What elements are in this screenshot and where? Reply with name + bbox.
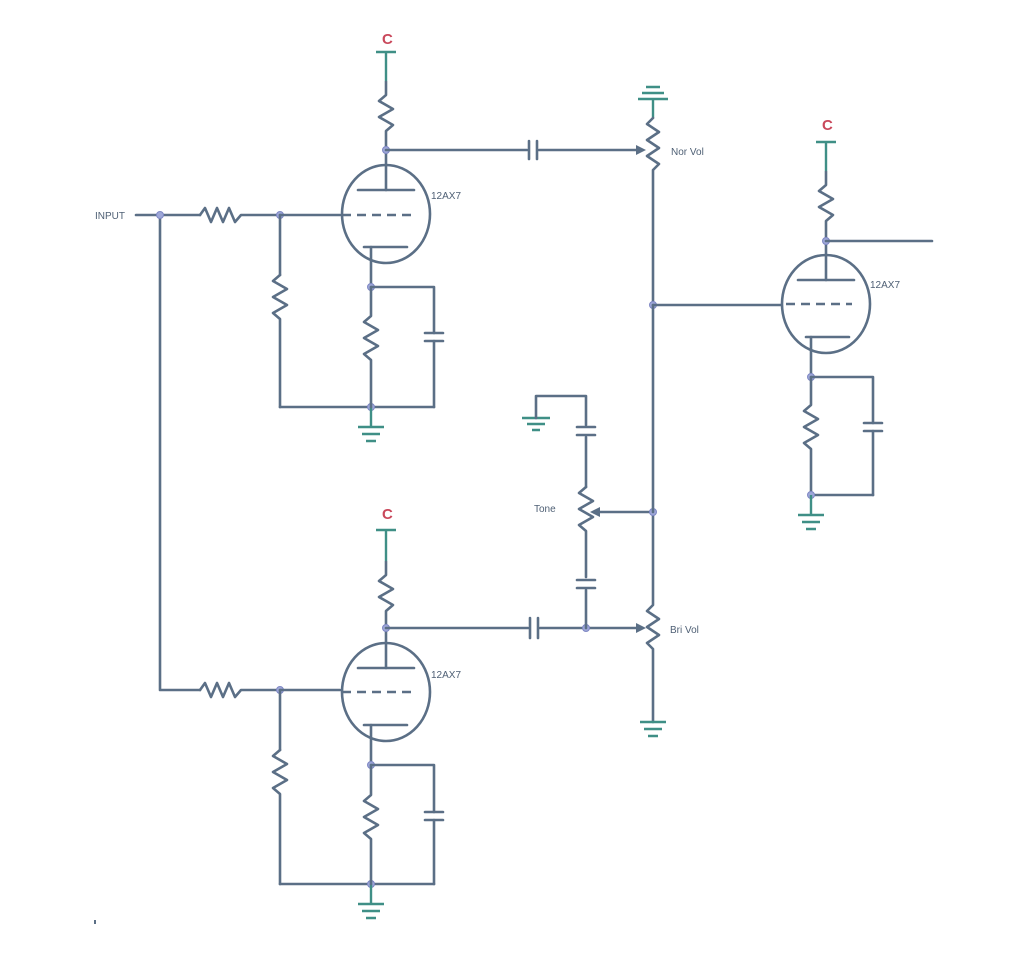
potentiometer-bright-volume — [640, 510, 666, 738]
grid-leak-resistor-bright — [271, 748, 289, 886]
plate-resistor-v1 — [377, 80, 395, 152]
coupling-capacitor-normal — [527, 139, 539, 161]
cathode-resistor-v1 — [362, 285, 380, 409]
cathode-resistor-v3 — [802, 375, 820, 497]
input-label: INPUT — [95, 211, 125, 222]
ground-symbol-mixer — [798, 495, 824, 531]
grid-resistor-normal — [198, 206, 282, 224]
tone-network — [522, 394, 657, 630]
stage-normal-channel: 12AX7 C — [198, 31, 646, 443]
stage-bright-channel: 12AX7 C — [198, 506, 646, 920]
input-node — [156, 211, 164, 219]
tube-v1-label: 12AX7 — [431, 191, 461, 202]
stage-mixer: 12AX7 C — [780, 117, 934, 531]
cathode-capacitor-v1 — [423, 331, 445, 409]
cathode-capacitor-v2 — [423, 810, 445, 886]
potentiometer-normal-volume — [638, 85, 668, 307]
potentiometer-tone — [577, 485, 595, 579]
supply-label-v2: C — [382, 506, 393, 523]
ground-symbol-normal — [358, 407, 384, 443]
stray-mark — [94, 920, 96, 924]
plate-resistor-v2 — [377, 560, 395, 630]
tube-v3 — [780, 239, 872, 379]
tube-v2-label: 12AX7 — [431, 670, 461, 681]
tube-v1 — [340, 148, 432, 289]
supply-label-v1: C — [382, 31, 393, 48]
input-wiring — [134, 211, 202, 692]
grid-resistor-bright — [198, 681, 282, 699]
grid-leak-resistor-normal — [271, 273, 289, 409]
normal-volume-label: Nor Vol — [671, 147, 704, 158]
supply-label-v3: C — [822, 117, 833, 134]
cathode-capacitor-v3 — [862, 421, 884, 497]
tone-label: Tone — [534, 504, 556, 515]
ground-symbol-bright — [358, 884, 384, 920]
cathode-resistor-v2 — [362, 763, 380, 886]
plate-resistor-v3 — [817, 170, 835, 243]
tone-capacitor-lower — [575, 578, 597, 590]
tube-v2 — [340, 626, 432, 767]
tone-capacitor — [575, 425, 597, 437]
tube-v3-label: 12AX7 — [870, 280, 900, 291]
coupling-capacitor-bright — [528, 616, 540, 640]
bright-volume-label: Bri Vol — [670, 625, 699, 636]
